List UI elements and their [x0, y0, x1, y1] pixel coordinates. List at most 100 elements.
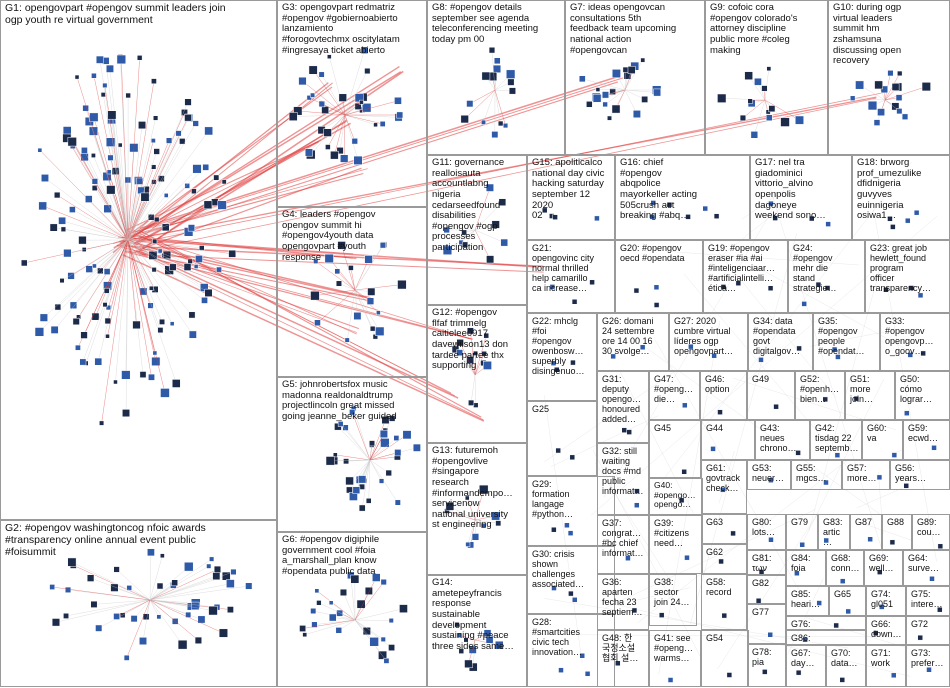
g41-node[interactable] — [667, 677, 674, 683]
g2-node[interactable] — [177, 639, 188, 650]
g30-node[interactable] — [568, 590, 574, 597]
g12-node[interactable] — [466, 356, 474, 364]
g7-node[interactable] — [640, 57, 646, 63]
g2-node[interactable] — [156, 582, 164, 590]
g6-node[interactable] — [378, 650, 387, 660]
g5-node[interactable] — [394, 499, 401, 506]
g1-node[interactable] — [91, 153, 96, 158]
g13-node[interactable] — [480, 523, 487, 529]
g3-node[interactable] — [325, 144, 331, 150]
g1-node[interactable] — [85, 265, 93, 273]
g1-node[interactable] — [91, 72, 97, 79]
g80-node[interactable] — [768, 537, 774, 543]
g14-node[interactable] — [468, 645, 477, 654]
g54-node[interactable] — [726, 672, 733, 678]
g30-node[interactable] — [571, 597, 578, 603]
g44-node[interactable] — [710, 446, 716, 452]
g5-node[interactable] — [388, 415, 396, 422]
g2-node[interactable] — [230, 568, 237, 576]
g29-node[interactable] — [564, 522, 570, 529]
g34-node[interactable] — [758, 357, 764, 363]
g78-node[interactable] — [762, 669, 768, 675]
g2-node[interactable] — [171, 618, 179, 625]
g7-node[interactable] — [627, 66, 636, 74]
g1-node[interactable] — [204, 288, 213, 297]
g75-node[interactable] — [937, 606, 943, 613]
g86-node[interactable] — [802, 636, 808, 643]
g8-node[interactable] — [488, 46, 496, 54]
g55-node[interactable] — [823, 479, 829, 486]
g10-node[interactable] — [895, 94, 903, 101]
g8-node[interactable] — [493, 57, 501, 65]
g10-node[interactable] — [901, 113, 909, 120]
g9-node[interactable] — [744, 71, 753, 80]
g8-node[interactable] — [481, 119, 486, 125]
g5-node[interactable] — [393, 435, 400, 441]
g3-node[interactable] — [351, 138, 358, 145]
g12-node[interactable] — [456, 339, 464, 347]
g2-node[interactable] — [147, 548, 155, 557]
g1-node[interactable] — [91, 312, 100, 321]
g14-node[interactable] — [494, 640, 504, 650]
g77-node[interactable] — [767, 631, 773, 638]
g5-node[interactable] — [325, 456, 335, 466]
g4-node[interactable] — [353, 312, 362, 320]
g11-node[interactable] — [462, 241, 469, 248]
g60-node[interactable] — [891, 452, 898, 458]
g28-node[interactable] — [558, 667, 564, 673]
g5-node[interactable] — [345, 476, 354, 486]
g4-node[interactable] — [364, 255, 373, 264]
g3-node[interactable] — [340, 154, 349, 163]
g38-node[interactable] — [658, 612, 665, 618]
g10-node[interactable] — [850, 95, 856, 101]
g3-node[interactable] — [359, 99, 364, 105]
g33-node[interactable] — [907, 352, 914, 358]
g1-node[interactable] — [216, 266, 222, 273]
g1-node[interactable] — [59, 278, 65, 284]
g9-node[interactable] — [747, 98, 753, 104]
g12-node[interactable] — [468, 399, 475, 406]
g6-node[interactable] — [328, 600, 334, 606]
g2-node[interactable] — [206, 563, 212, 569]
g12-node[interactable] — [466, 327, 474, 335]
g16-node[interactable] — [713, 213, 720, 219]
g24-node[interactable] — [815, 281, 822, 288]
g9-node[interactable] — [750, 131, 759, 139]
g19-node[interactable] — [735, 280, 742, 286]
g49-node[interactable] — [773, 403, 779, 410]
g53-node[interactable] — [768, 477, 774, 483]
g7-node[interactable] — [609, 88, 616, 95]
g23-node[interactable] — [917, 292, 924, 299]
g3-node[interactable] — [288, 112, 298, 121]
g18-node[interactable] — [887, 216, 893, 222]
g17-node[interactable] — [768, 200, 774, 207]
g2-node[interactable] — [139, 637, 147, 645]
g1-node[interactable] — [199, 245, 205, 251]
g5-node[interactable] — [412, 443, 421, 452]
g2-node[interactable] — [191, 601, 200, 611]
g11-node[interactable] — [491, 220, 500, 229]
g1-node[interactable] — [151, 78, 157, 85]
g8-node[interactable] — [507, 78, 515, 86]
g2-node[interactable] — [51, 618, 61, 627]
g1-node[interactable] — [151, 267, 157, 273]
g17-node[interactable] — [809, 215, 815, 222]
g14-node[interactable] — [464, 659, 473, 669]
g14-node[interactable] — [458, 648, 465, 654]
g7-node[interactable] — [601, 91, 609, 99]
g74-node[interactable] — [879, 604, 885, 610]
g6-node[interactable] — [314, 588, 320, 594]
g9-node[interactable] — [766, 66, 772, 72]
g1-node[interactable] — [105, 333, 110, 339]
g7-node[interactable] — [632, 110, 641, 118]
g1-node[interactable] — [92, 263, 97, 269]
g15-node[interactable] — [552, 214, 558, 220]
g1-node[interactable] — [50, 325, 59, 334]
g2-node[interactable] — [213, 565, 222, 573]
g25-node[interactable] — [555, 447, 561, 454]
g9-node[interactable] — [768, 105, 776, 113]
g1-node[interactable] — [67, 137, 77, 147]
g9-node[interactable] — [761, 85, 768, 92]
g39-node[interactable] — [684, 554, 690, 561]
g26-node[interactable] — [610, 353, 616, 360]
